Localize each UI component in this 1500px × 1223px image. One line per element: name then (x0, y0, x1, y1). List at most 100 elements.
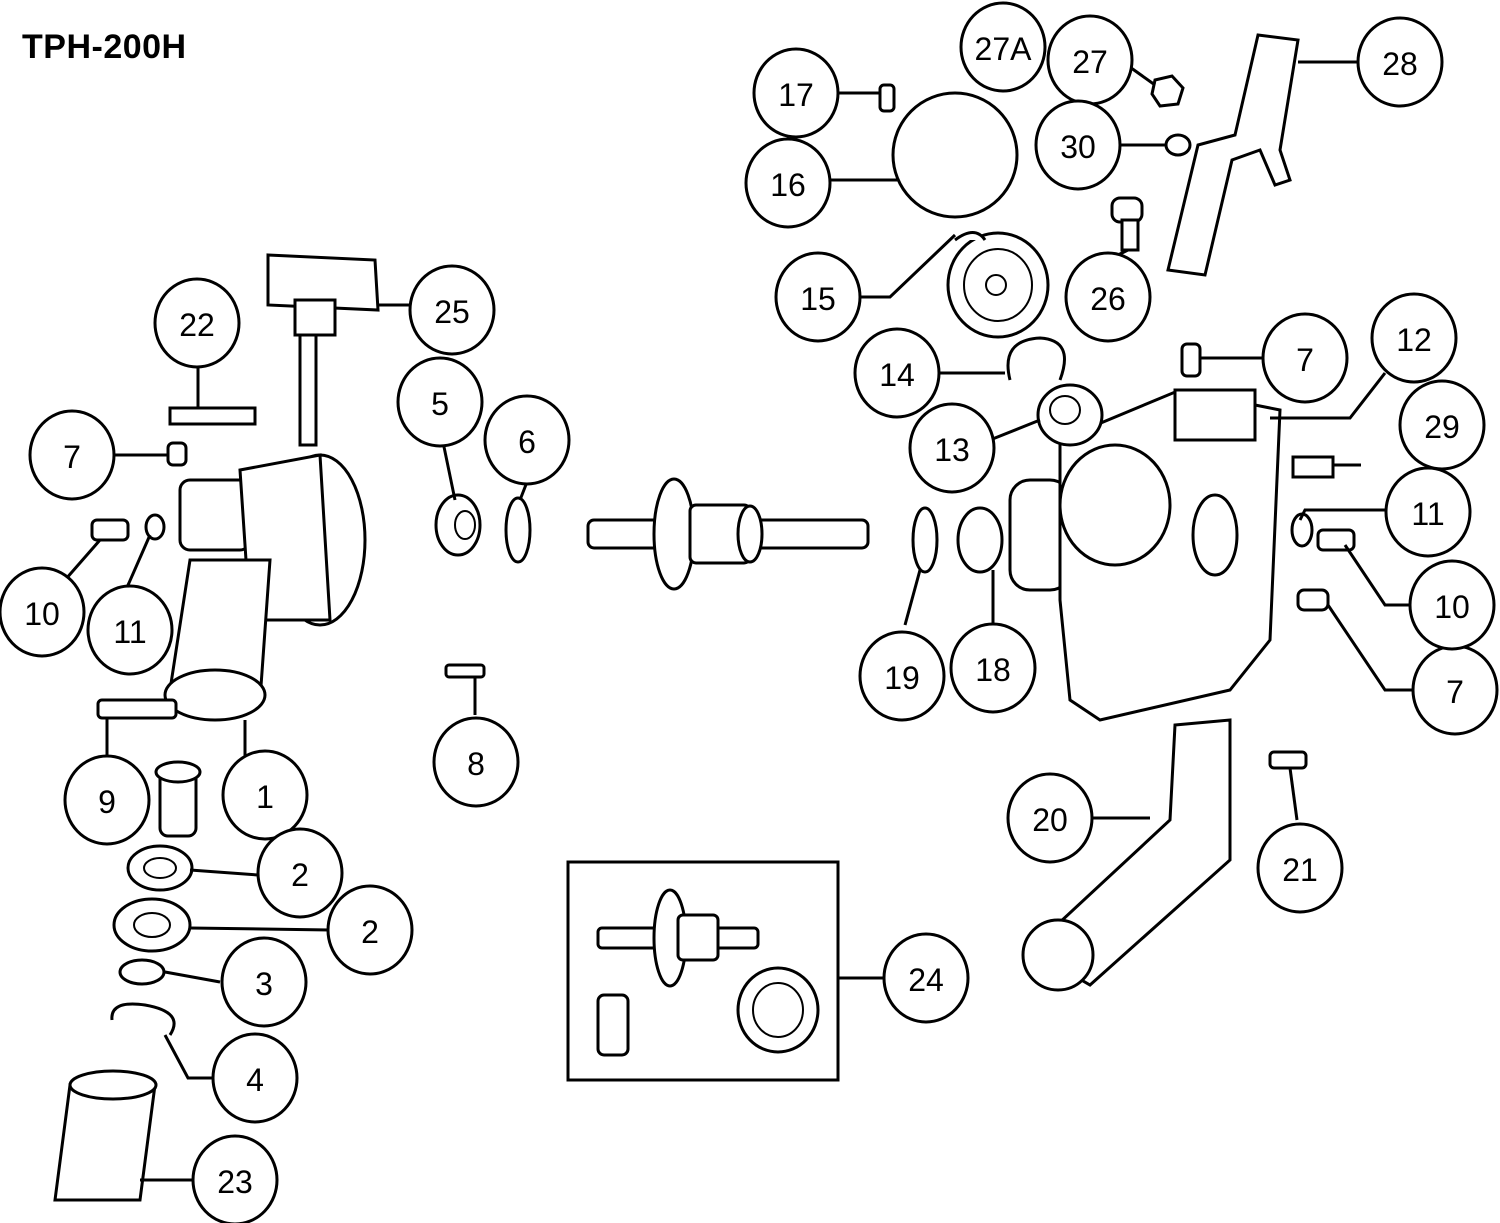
callout-18: 18 (949, 622, 1037, 714)
callout-number: 9 (98, 784, 116, 820)
callout-number: 22 (179, 307, 215, 343)
callout-27: 27 (1046, 14, 1134, 106)
part-tube-23 (53, 1069, 158, 1202)
callout-14: 14 (853, 327, 941, 419)
callout-13: 13 (908, 402, 996, 494)
callout-number: 7 (1446, 674, 1464, 710)
parts-drawings (53, 33, 1356, 1202)
callout-10: 10 (1408, 559, 1496, 651)
part-gasket-16 (891, 91, 1019, 219)
callout-circle (396, 356, 484, 448)
callout-number: 8 (467, 746, 485, 782)
part-screw-17 (878, 83, 896, 113)
part-shaft (586, 477, 870, 591)
part-bearing-2b (112, 897, 192, 953)
callout-21: 21 (1256, 822, 1344, 914)
callout-circle (1370, 292, 1458, 384)
callout-circle (882, 932, 970, 1024)
callout-circle (432, 716, 520, 808)
callout-number: 16 (770, 167, 806, 203)
callout-circle (908, 402, 996, 494)
callout-1: 1 (221, 749, 309, 841)
part-washer-30 (1164, 133, 1192, 157)
callout-number: 7 (1296, 342, 1314, 378)
part-snap-ring-14 (1006, 336, 1066, 381)
part-screw-7b (1180, 342, 1202, 378)
part-bearing-2a (126, 844, 194, 892)
callout-number: 11 (113, 614, 146, 650)
callout-circle (1398, 379, 1486, 471)
part-bearing-13 (1036, 383, 1104, 447)
callout-7: 7 (28, 409, 116, 501)
part-bearing-18 (956, 506, 1004, 574)
callout-20: 20 (1006, 772, 1094, 864)
part-ring-6 (504, 496, 532, 564)
callout-2: 2 (326, 884, 414, 976)
callout-19: 19 (858, 630, 946, 722)
part-bolt-26 (1110, 196, 1144, 252)
callout-circle (256, 827, 344, 919)
callout-circle (1256, 822, 1344, 914)
callout-24: 24 (882, 932, 970, 1024)
callout-number: 19 (884, 660, 920, 696)
callout-11: 11 (86, 584, 174, 676)
part-screw-7a (166, 441, 188, 467)
callout-number: 17 (778, 77, 814, 113)
part-handle-20 (1021, 718, 1232, 992)
callout-7: 7 (1411, 644, 1499, 736)
callout-10: 10 (0, 566, 86, 658)
callout-15: 15 (774, 251, 862, 343)
part-right-housing (1008, 388, 1282, 722)
part-snap-ring-4 (110, 1002, 176, 1036)
callout-22: 22 (153, 277, 241, 369)
callout-16: 16 (744, 137, 832, 229)
callout-number: 25 (434, 294, 470, 330)
callout-number: 15 (800, 281, 836, 317)
callout-number: 10 (1434, 589, 1470, 625)
callout-circle (1064, 251, 1152, 343)
callout-25: 25 (408, 264, 496, 356)
part-bolt-10a (90, 518, 130, 542)
callout-5: 5 (396, 356, 484, 448)
callout-number: 12 (1396, 322, 1432, 358)
callout-circle (408, 264, 496, 356)
callout-circle (211, 1032, 299, 1124)
part-bolt-9 (96, 698, 178, 720)
callout-number: 28 (1382, 46, 1418, 82)
part-ring-3 (118, 958, 166, 986)
callout-number: 30 (1060, 129, 1096, 165)
part-nut-27 (1150, 74, 1185, 108)
callout-number: 23 (217, 1164, 253, 1200)
callout-circle (483, 394, 571, 486)
callout-number: 13 (934, 432, 970, 468)
callout-number: 11 (1411, 496, 1444, 532)
callout-number: 27A (975, 31, 1033, 67)
callout-circle (28, 409, 116, 501)
callout-number: 7 (63, 439, 81, 475)
callout-number: 27 (1072, 44, 1108, 80)
callout-number: 21 (1282, 852, 1318, 888)
callout-number: 6 (518, 424, 536, 460)
callout-circle (63, 754, 151, 846)
callout-number: 29 (1424, 409, 1460, 445)
part-washer-11a (144, 513, 166, 541)
callout-2: 2 (256, 827, 344, 919)
callout-circle (1034, 99, 1122, 191)
callout-number: 24 (908, 962, 944, 998)
callout-circle (774, 251, 862, 343)
callout-28: 28 (1356, 16, 1444, 108)
callout-12: 12 (1370, 292, 1458, 384)
callout-number: 4 (246, 1062, 264, 1098)
callout-circle (959, 1, 1047, 93)
callout-number: 18 (975, 652, 1011, 688)
leader-lines (63, 60, 1415, 1182)
callout-circle (858, 630, 946, 722)
part-pad-29 (1291, 455, 1335, 479)
callout-circle (853, 327, 941, 419)
callout-29: 29 (1398, 379, 1486, 471)
callout-8: 8 (432, 716, 520, 808)
callout-circle (1261, 312, 1349, 404)
callout-circle (191, 1134, 279, 1223)
callout-number: 20 (1032, 802, 1068, 838)
